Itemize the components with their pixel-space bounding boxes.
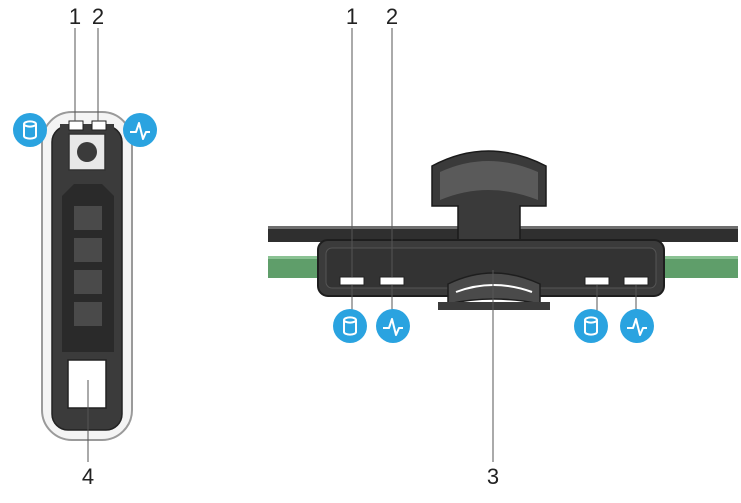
left-drive-activity-icon (13, 113, 47, 147)
right-status-led (379, 276, 405, 286)
left-activity-led (68, 120, 84, 131)
right-drive-status-icon (376, 309, 410, 343)
drive-carrier-front (41, 111, 133, 441)
right-activity-led (339, 276, 365, 286)
callout-1-right: 1 (346, 4, 358, 29)
left-status-led (91, 120, 107, 131)
callout-2-left: 2 (92, 4, 104, 29)
callout-2-right: 2 (386, 4, 398, 29)
callout-3-right: 3 (487, 464, 499, 489)
drive-label (67, 359, 107, 409)
right-activity-led-2 (584, 276, 610, 286)
callout-4-left: 4 (82, 464, 94, 489)
right-status-led-2 (623, 276, 649, 286)
right-drive-status-icon-2 (620, 309, 654, 343)
drive-carrier-top (268, 150, 738, 310)
right-drive-activity-icon-2 (574, 309, 608, 343)
right-callouts: 1 2 3 (346, 4, 637, 489)
left-drive-status-icon (123, 113, 157, 147)
right-drive-activity-icon (333, 309, 367, 343)
callout-1-left: 1 (69, 4, 81, 29)
left-callouts: 1 2 4 (69, 4, 104, 489)
